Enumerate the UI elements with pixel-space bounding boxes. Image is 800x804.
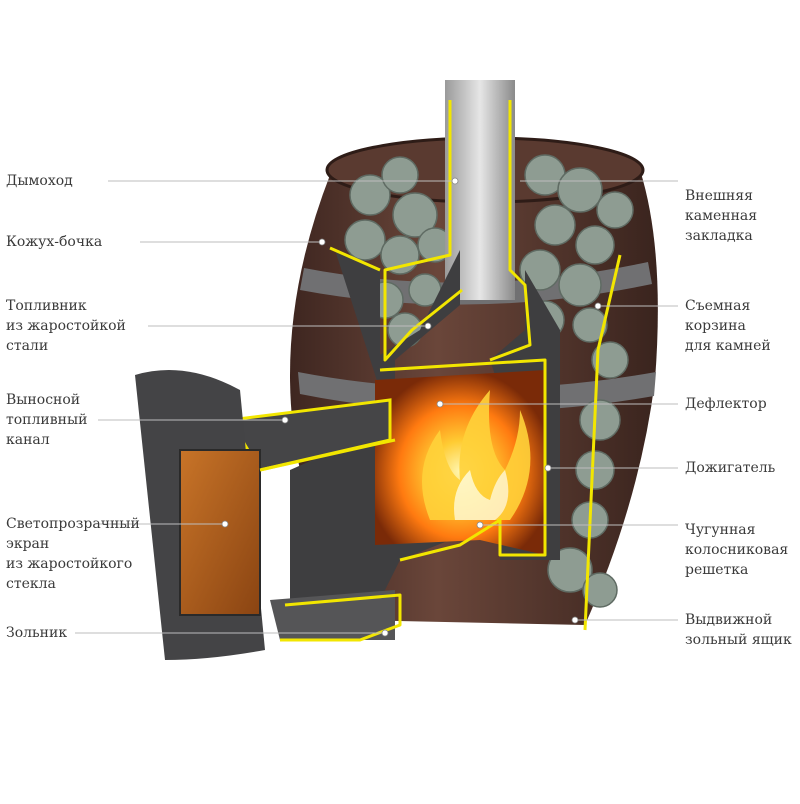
label-line: стали bbox=[6, 338, 49, 354]
label-line: из жаростойкого bbox=[6, 556, 133, 572]
label-line: стекла bbox=[6, 576, 56, 592]
label-cast-iron-grate: Чугунная колосниковая решетка bbox=[685, 520, 788, 580]
label-barrel-casing: Кожух-бочка bbox=[6, 232, 102, 252]
leader-lines bbox=[75, 180, 678, 634]
label-line: Выносной bbox=[6, 392, 81, 408]
label-glass-screen: Светопрозрачный экран из жаростойкого стекл… bbox=[6, 514, 140, 594]
label-line: Выдвижной bbox=[685, 612, 773, 628]
label-line: закладка bbox=[685, 228, 753, 244]
label-line: из жаростойкой bbox=[6, 318, 126, 334]
label-line: корзина bbox=[685, 318, 746, 334]
label-line: колосниковая bbox=[685, 542, 789, 558]
label-line: Дефлектор bbox=[685, 396, 767, 412]
cutaway-outline bbox=[259, 100, 622, 642]
label-line: каменная bbox=[685, 208, 758, 224]
label-firebox: Топливник из жаростойкой стали bbox=[6, 296, 126, 356]
glass-screen-pane bbox=[179, 449, 261, 616]
label-chimney: Дымоход bbox=[6, 171, 73, 191]
label-line: зольный ящик bbox=[685, 632, 792, 648]
label-line: канал bbox=[6, 432, 50, 448]
flames bbox=[422, 390, 531, 520]
label-line: экран bbox=[6, 536, 50, 552]
label-deflector: Дефлектор bbox=[685, 394, 767, 414]
label-line: Чугунная bbox=[685, 522, 756, 538]
label-afterburner: Дожигатель bbox=[685, 458, 775, 478]
label-ash-drawer: Выдвижной зольный ящик bbox=[685, 610, 792, 650]
label-line: решетка bbox=[685, 562, 749, 578]
label-line: Топливник bbox=[6, 298, 87, 314]
stone-fill-top bbox=[344, 154, 634, 608]
label-outer-stone-fill: Внешняя каменная закладка bbox=[685, 186, 757, 246]
leader-dots bbox=[221, 177, 602, 637]
label-line: Дожигатель bbox=[685, 460, 776, 476]
label-removable-basket: Съемная корзина для камней bbox=[685, 296, 771, 356]
label-line: Зольник bbox=[6, 625, 68, 641]
label-ash-pit: Зольник bbox=[6, 623, 67, 643]
label-line: Внешняя bbox=[685, 188, 753, 204]
label-line: для камней bbox=[685, 338, 771, 354]
label-line: топливный bbox=[6, 412, 88, 428]
label-line: Съемная bbox=[685, 298, 751, 314]
label-line: Дымоход bbox=[6, 173, 73, 189]
label-line: Светопрозрачный bbox=[6, 516, 140, 532]
label-remote-fuel-channel: Выносной топливный канал bbox=[6, 390, 87, 450]
label-line: Кожух-бочка bbox=[6, 234, 103, 250]
